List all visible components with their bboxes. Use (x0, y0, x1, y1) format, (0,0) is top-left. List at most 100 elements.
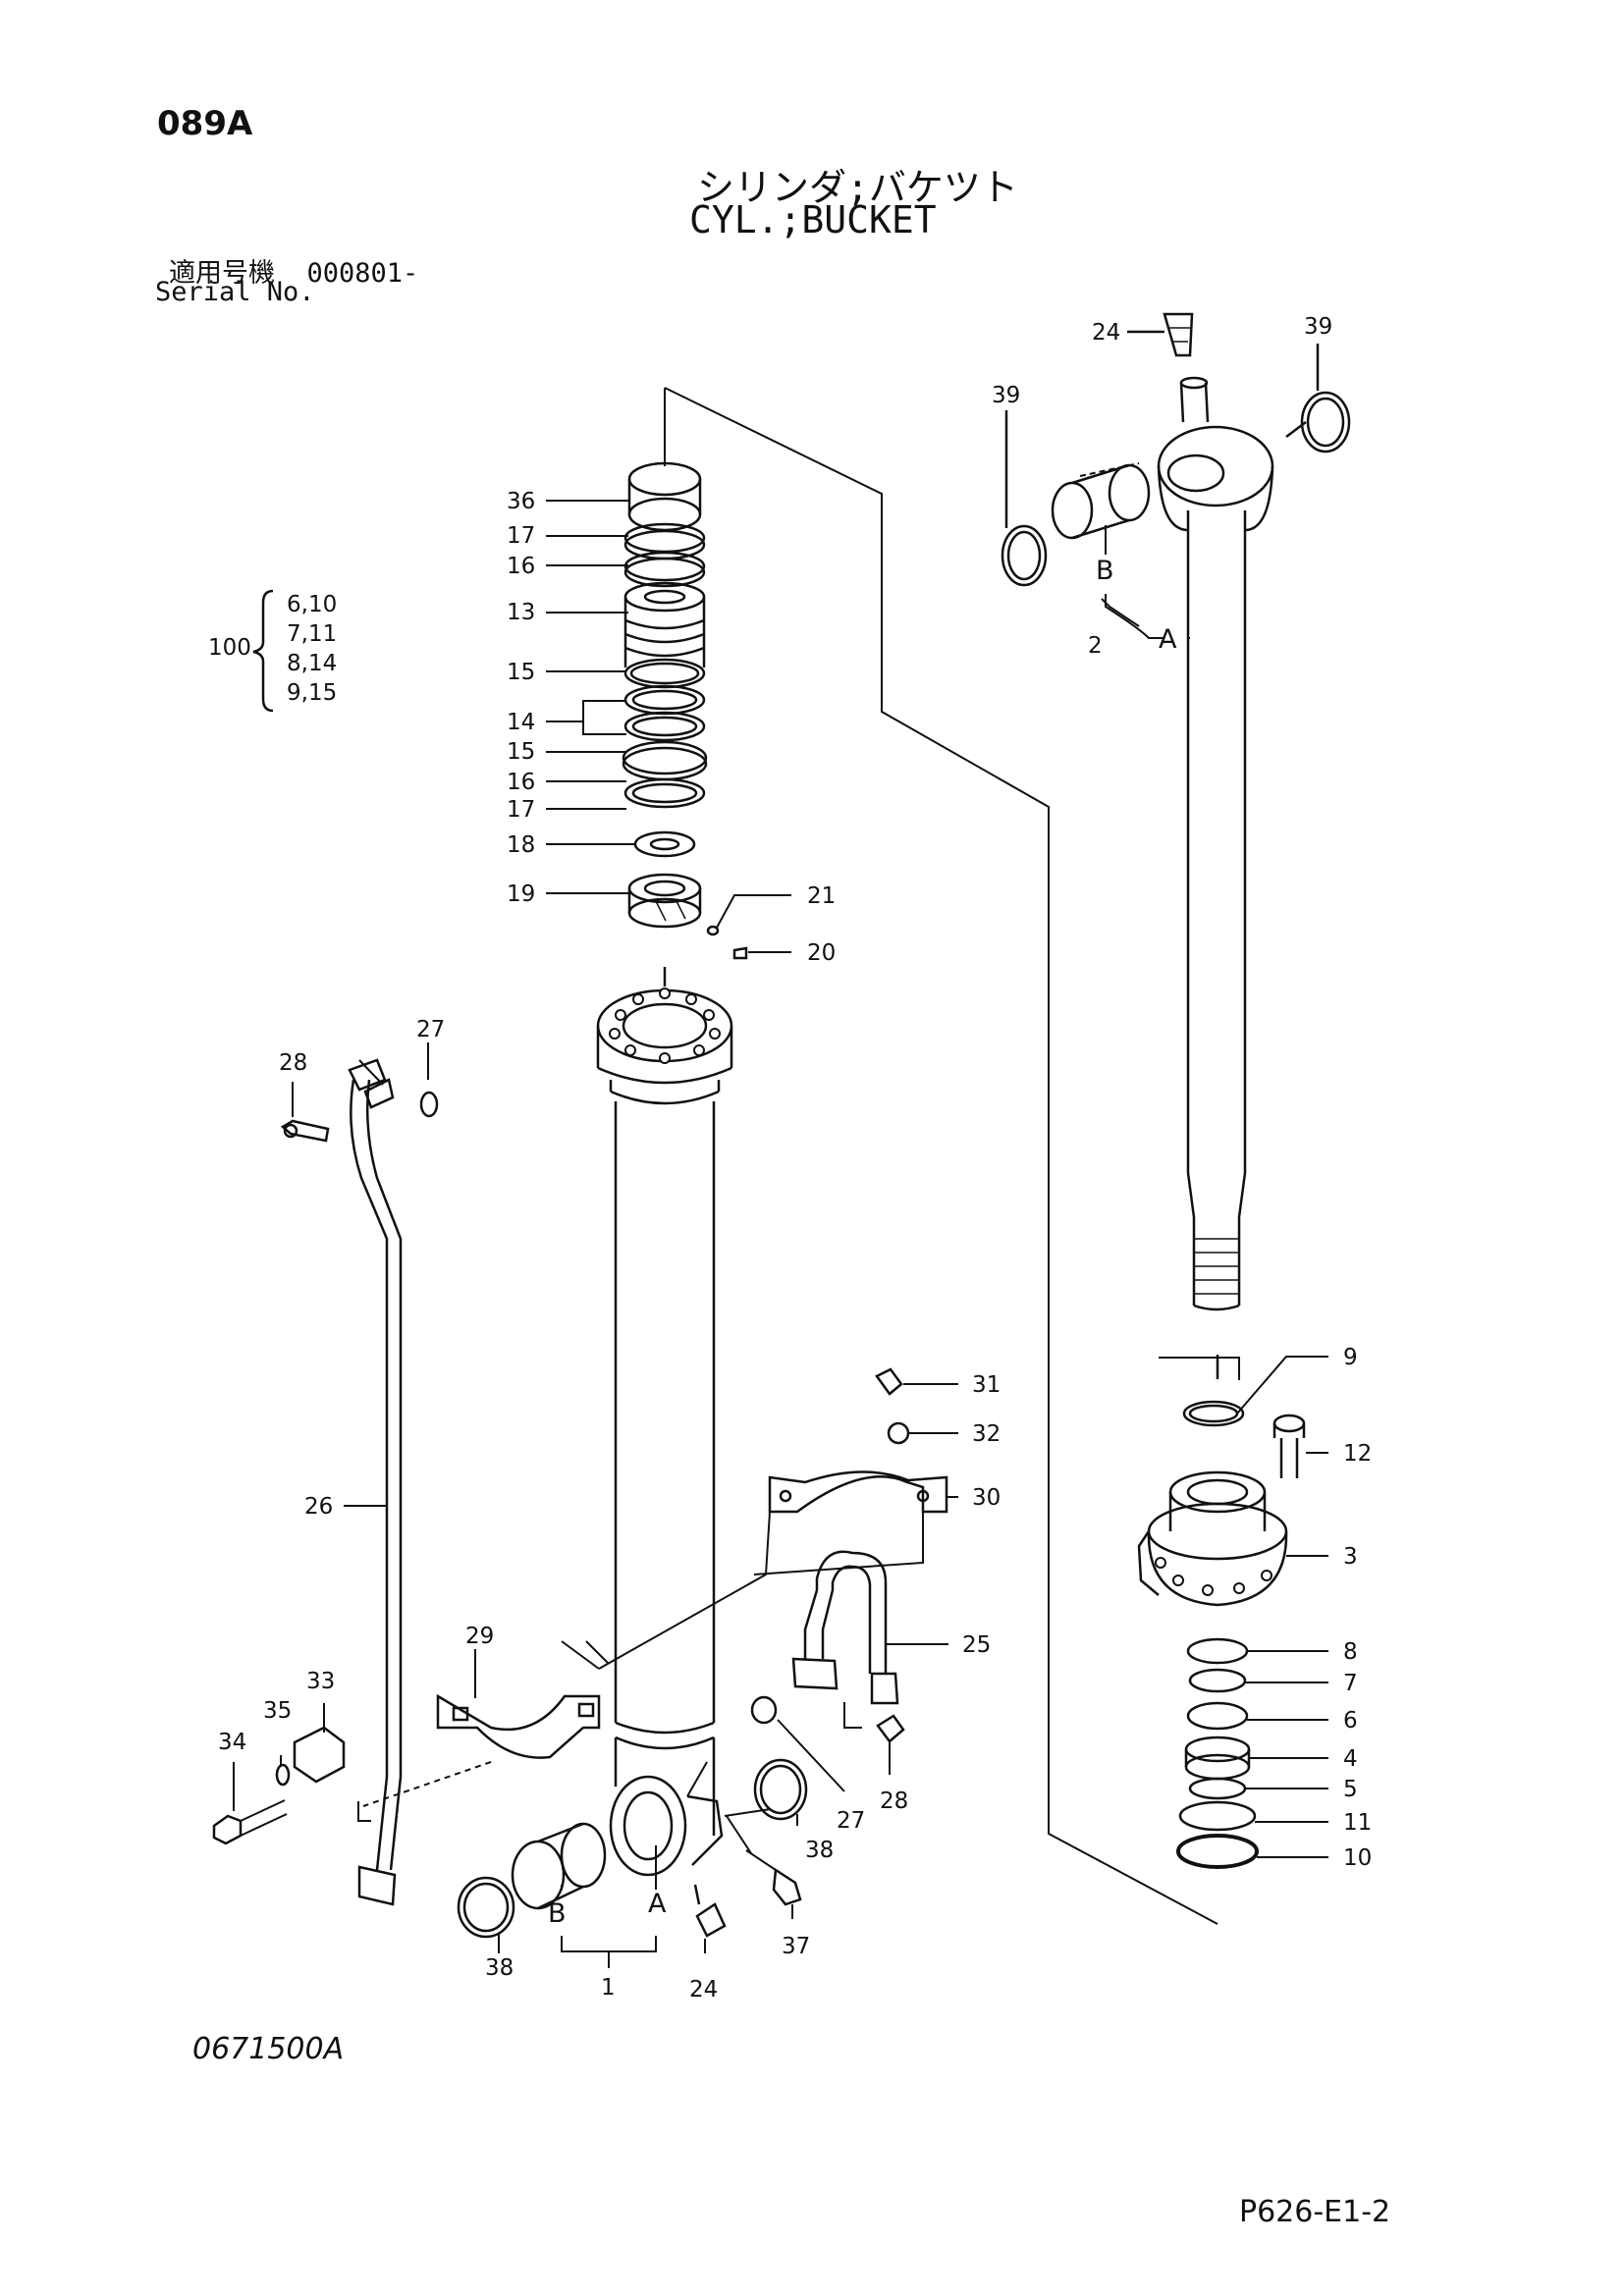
serial-label-japanese: 適用号機 000801- (169, 251, 418, 290)
callout-16-bottom: 16 (507, 770, 535, 795)
drawing-number: 0671500A (192, 2032, 345, 2066)
clamp-29 (436, 1693, 601, 1759)
callout-39-left: 39 (992, 383, 1020, 408)
seal-7 (1188, 1668, 1247, 1693)
pipe-25-flange (791, 1657, 839, 1690)
callout-8: 8 (1343, 1639, 1358, 1665)
callout-14: 14 (507, 710, 535, 735)
rod-gland (1137, 1470, 1288, 1607)
seal-38-right-inner (759, 1764, 802, 1815)
bolt-34 (212, 1799, 288, 1845)
piston-stack (622, 461, 748, 987)
callout-33: 33 (306, 1669, 335, 1694)
leader-39 (1004, 344, 1320, 528)
kit-row-2: 7,11 (287, 621, 337, 647)
seal-4-bottom (1184, 1753, 1251, 1781)
bolt-37 (726, 1815, 802, 1906)
serial-label-english: Serial No. (155, 277, 315, 307)
callout-38-left: 38 (485, 1955, 514, 1981)
callout-6: 6 (1343, 1708, 1358, 1734)
pipe-26 (280, 1058, 439, 1906)
kit-row-4: 9,15 (287, 680, 337, 706)
washer-35 (275, 1763, 291, 1787)
clamp-30 (768, 1470, 948, 1514)
callout-29: 29 (465, 1624, 494, 1649)
cylinder-tube (511, 988, 733, 1910)
callout-b-rod: B (1096, 556, 1114, 586)
seal-11 (1178, 1800, 1257, 1832)
page-code: 089A (157, 104, 253, 143)
callout-25: 25 (962, 1632, 991, 1658)
callout-13: 13 (507, 600, 535, 625)
callout-5: 5 (1343, 1777, 1358, 1802)
callout-7: 7 (1343, 1671, 1358, 1696)
callout-17-bottom: 17 (507, 797, 535, 823)
callout-32: 32 (972, 1421, 1001, 1447)
leader-lines (233, 462, 1328, 1968)
clamp-29-hole-right (577, 1702, 595, 1718)
callout-24-top: 24 (1092, 320, 1120, 346)
kit-brace (252, 589, 274, 713)
callout-16-top: 16 (507, 554, 535, 579)
title-english: CYL.;BUCKET (689, 198, 937, 241)
seal-39-left-inner (1006, 530, 1042, 581)
clamp-30-hole-left (779, 1489, 792, 1503)
callout-b-tube: B (548, 1898, 567, 1929)
seal-10 (1176, 1834, 1259, 1869)
callout-38-right: 38 (805, 1838, 834, 1863)
seal-5 (1188, 1777, 1247, 1800)
callout-31: 31 (972, 1372, 1001, 1398)
seal-39-right-inner (1306, 397, 1345, 448)
kit-number: 100 (208, 635, 251, 661)
callout-15-bottom: 15 (507, 739, 535, 765)
callout-27-top: 27 (416, 1017, 445, 1042)
kit-row-1: 6,10 (287, 592, 337, 617)
callout-17-top: 17 (507, 523, 535, 549)
callout-10: 10 (1343, 1845, 1372, 1871)
seal-8 (1186, 1637, 1249, 1665)
bolt-31 (875, 1367, 903, 1396)
seal-9-inner (1188, 1404, 1239, 1423)
callout-30: 30 (972, 1485, 1001, 1511)
callout-11: 11 (1343, 1810, 1372, 1836)
seal-38-right (753, 1758, 808, 1821)
grease-nipple-bottom (693, 1884, 727, 1938)
callout-37: 37 (782, 1934, 810, 1959)
callout-35: 35 (263, 1698, 292, 1724)
callout-9: 9 (1343, 1345, 1358, 1370)
pipe-25 (803, 1550, 888, 1674)
kit-row-3: 8,14 (287, 651, 337, 676)
callout-24-bottom: 24 (689, 1977, 718, 2002)
callout-15-top: 15 (507, 660, 535, 685)
title-japanese: シリンダ;バケツト (697, 166, 1018, 209)
clamp-29-hole-left (452, 1706, 469, 1722)
grease-nipple-top (1127, 312, 1194, 357)
assembly-dash-line (664, 387, 1218, 1925)
bolt-28-right (876, 1714, 905, 1743)
serial-label-jp-text: 適用号機 (169, 258, 275, 289)
pipe-25-nut (870, 1672, 899, 1705)
callout-1: 1 (601, 1975, 616, 2001)
callout-21: 21 (807, 883, 836, 909)
callout-4: 4 (1343, 1746, 1358, 1772)
washer-32 (887, 1421, 910, 1445)
page-reference: P626-E1-2 (1239, 2195, 1391, 2229)
callout-28-bottom: 28 (880, 1789, 908, 1814)
clamp-30-hole-right (916, 1489, 930, 1503)
seal-38-left-inner (462, 1882, 510, 1933)
callout-3: 3 (1343, 1544, 1358, 1570)
callout-34: 34 (218, 1730, 246, 1755)
seal-9 (1182, 1400, 1245, 1427)
seal-6 (1186, 1701, 1249, 1731)
callout-2: 2 (1088, 633, 1103, 659)
callout-28-top: 28 (279, 1050, 307, 1076)
callout-a-tube: A (648, 1889, 667, 1919)
callout-a-rod: A (1159, 624, 1177, 655)
seal-38-left (457, 1876, 515, 1939)
callout-20: 20 (807, 940, 836, 966)
callout-27-bottom: 27 (837, 1808, 865, 1834)
kit-100-group: 100 6,10 7,11 8,14 9,15 (208, 589, 337, 713)
serial-number-value: 000801- (306, 258, 419, 289)
callout-19: 19 (507, 881, 535, 907)
